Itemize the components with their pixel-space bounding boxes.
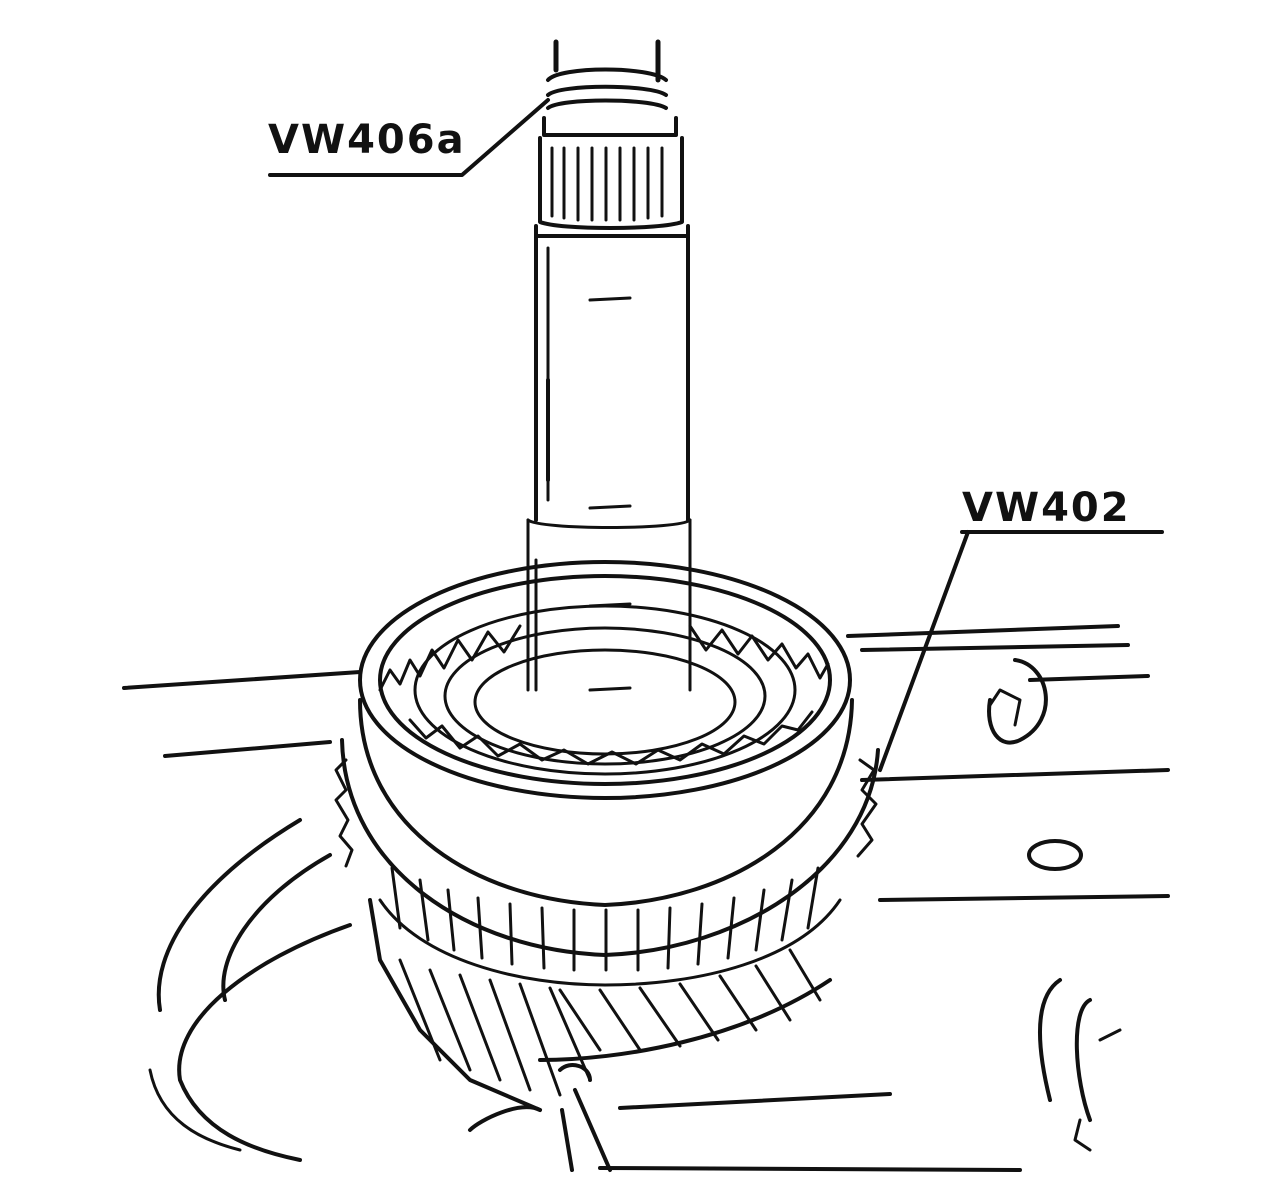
tool-vw406a xyxy=(538,39,684,230)
callout-vw402: VW402 xyxy=(962,485,1131,531)
plate-bore xyxy=(987,658,1048,745)
synchro-ring xyxy=(358,560,852,800)
leader-vw402 xyxy=(878,530,970,772)
tool-vw402 xyxy=(558,1063,612,1172)
leader-lines xyxy=(268,98,1164,772)
helical-gear xyxy=(368,898,832,1112)
housing-arcs xyxy=(148,818,542,1162)
main-shaft xyxy=(526,224,692,692)
callout-vw406a: VW406a xyxy=(268,117,466,163)
plate-hole xyxy=(1027,839,1083,871)
leader-vw406a xyxy=(268,98,550,177)
gear-teeth xyxy=(334,698,880,987)
housing-plate xyxy=(122,624,1170,1172)
